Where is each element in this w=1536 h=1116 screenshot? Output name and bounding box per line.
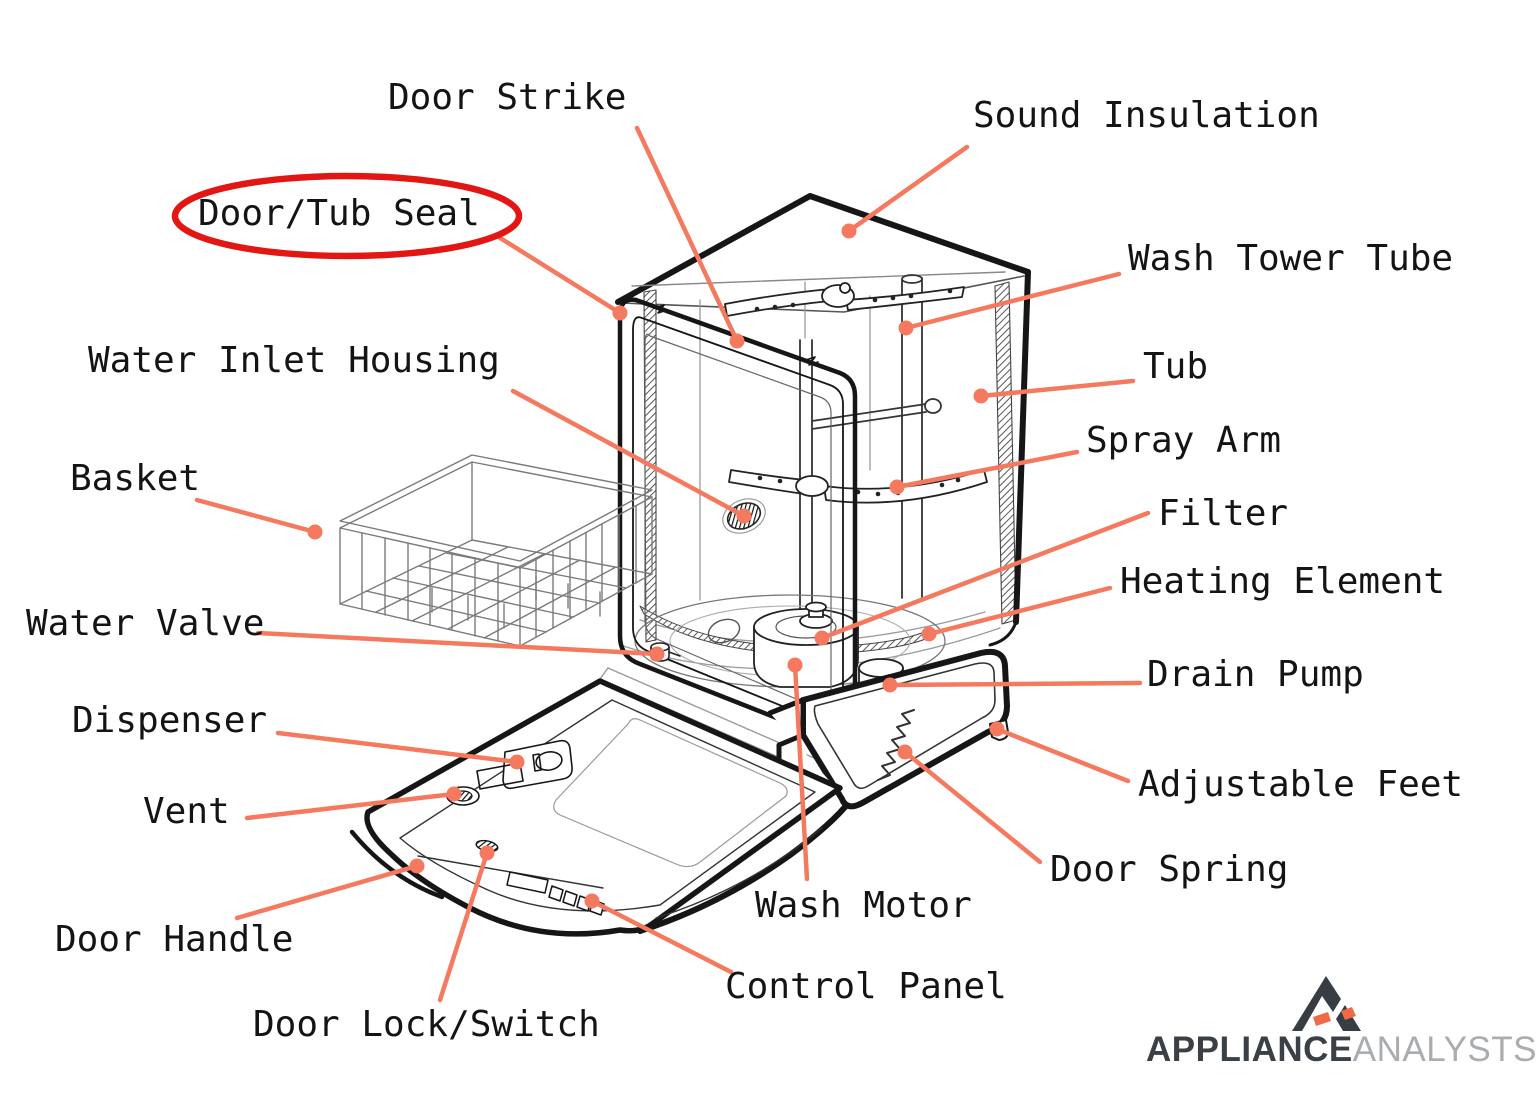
door-strike-mark xyxy=(654,304,668,314)
sump-motor-filter-drawing xyxy=(634,594,946,688)
leader-basket xyxy=(194,497,318,535)
dispenser-drawing xyxy=(476,739,573,790)
label-vent: Vent xyxy=(143,791,230,832)
leader-door-spring xyxy=(902,749,1043,865)
label-basket: Basket xyxy=(70,458,201,499)
basket-drawing xyxy=(339,454,653,647)
leader-vent xyxy=(244,791,457,821)
leader-drain-pump xyxy=(887,680,1143,688)
middle-spray-arm-drawing xyxy=(728,469,988,504)
leader-wash-tower-tube xyxy=(903,271,1122,331)
leader-door-lock-switch xyxy=(437,850,490,1003)
label-control-panel: Control Panel xyxy=(725,966,1007,1007)
label-heating-element: Heating Element xyxy=(1120,561,1446,602)
door-drawing xyxy=(349,678,843,937)
label-door-lock-switch: Door Lock/Switch xyxy=(253,1004,600,1045)
leader-filter xyxy=(819,510,1151,641)
label-tub: Tub xyxy=(1143,346,1209,387)
label-door-strike: Door Strike xyxy=(388,77,627,118)
leader-door-strike xyxy=(634,125,740,344)
label-door-tub-seal: Door/Tub Seal xyxy=(198,193,480,234)
logo-brand-bold: APPLIANCE xyxy=(1146,1030,1353,1069)
label-water-valve: Water Valve xyxy=(26,603,265,644)
upper-spray-arm-drawing xyxy=(724,282,965,317)
appliance-analysts-logo-icon xyxy=(1292,976,1361,1031)
leader-adjustable-feet xyxy=(994,726,1131,784)
door-strike-mark xyxy=(805,356,819,366)
leader-heating-element xyxy=(926,585,1113,637)
leader-water-valve xyxy=(255,630,660,657)
leader-spray-arm xyxy=(894,449,1080,490)
label-filter: Filter xyxy=(1158,493,1289,534)
label-door-spring: Door Spring xyxy=(1050,849,1289,890)
label-water-inlet-housing: Water Inlet Housing xyxy=(88,340,500,381)
label-spray-arm: Spray Arm xyxy=(1086,420,1282,461)
leader-tub xyxy=(978,378,1136,399)
leader-water-inlet-housing xyxy=(510,388,747,519)
label-wash-tower-tube: Wash Tower Tube xyxy=(1128,238,1454,279)
label-wash-motor: Wash Motor xyxy=(755,885,972,926)
leader-door-tub-seal xyxy=(494,233,623,316)
label-sound-insulation: Sound Insulation xyxy=(973,95,1320,136)
leader-sound-insulation xyxy=(846,144,970,234)
leader-dispenser xyxy=(275,730,520,765)
label-door-handle: Door Handle xyxy=(55,919,294,960)
leader-wash-motor xyxy=(792,662,810,882)
appliance-analysts-wordmark: APPLIANCEANALYSTS xyxy=(1146,1030,1536,1070)
leader-lines xyxy=(194,125,1151,1003)
leader-dots xyxy=(307,223,1005,909)
highlight-ellipse xyxy=(171,172,523,260)
display-window-drawing xyxy=(506,871,549,894)
label-drain-pump: Drain Pump xyxy=(1147,654,1364,695)
door-spring-drawing xyxy=(877,709,915,781)
label-dispenser: Dispenser xyxy=(72,700,268,741)
leader-door-handle xyxy=(234,863,420,921)
tub-insulation-drawing xyxy=(988,269,1031,647)
logo-brand-light: ANALYSTS xyxy=(1352,1030,1536,1069)
leader-control-panel xyxy=(589,898,734,975)
label-adjustable-feet: Adjustable Feet xyxy=(1138,764,1464,805)
